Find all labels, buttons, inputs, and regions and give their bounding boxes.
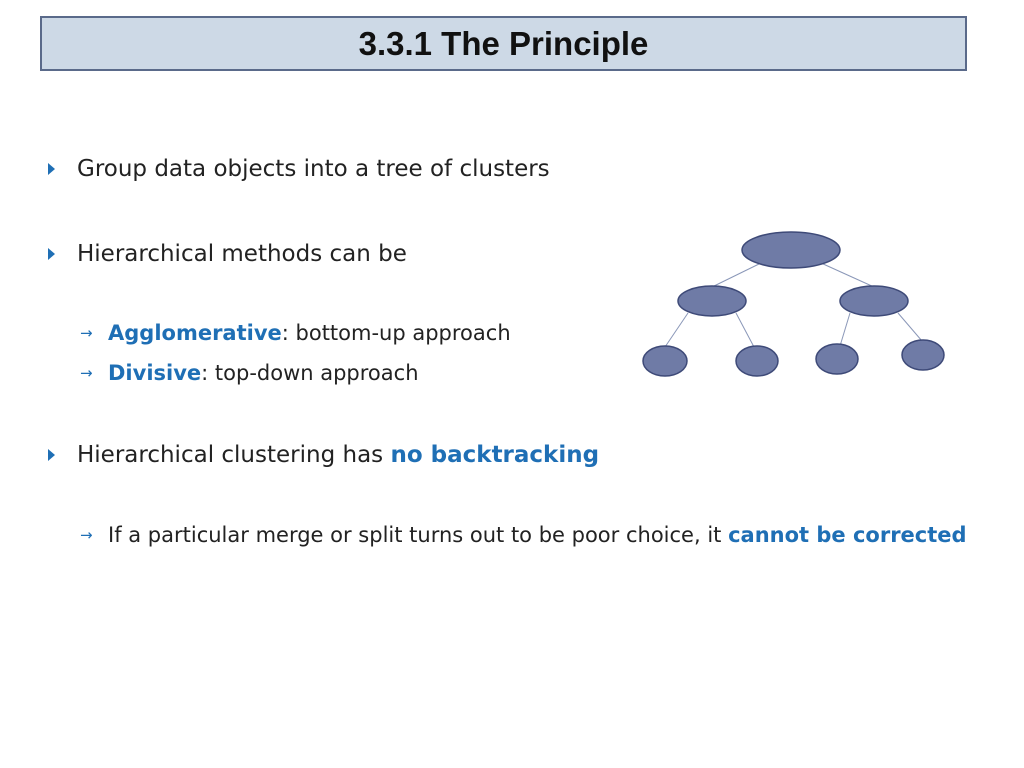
bullet-text: Hierarchical methods can be	[77, 241, 407, 267]
highlight-term: cannot be corrected	[728, 523, 967, 547]
title-bar: 3.3.1 The Principle	[40, 16, 967, 71]
sub-bullet-text: Divisive: top-down approach	[108, 358, 419, 389]
tree-diagram	[642, 231, 945, 377]
bullet-text: Hierarchical clustering has no backtrack…	[77, 440, 599, 470]
tree-leaf-node	[642, 345, 688, 377]
highlight-term: no backtracking	[390, 442, 600, 468]
tree-edge	[897, 312, 923, 342]
tree-leaf-node	[735, 345, 779, 377]
sub-bullet-item: → Divisive: top-down approach	[80, 358, 970, 389]
slide-title: 3.3.1 The Principle	[358, 24, 649, 62]
sub-bullet-item: → Agglomerative: bottom-up approach	[80, 318, 970, 349]
bullet-triangle-icon	[48, 163, 55, 175]
tree-edge	[820, 262, 875, 288]
tree-leaf-node	[815, 343, 859, 375]
tree-edge	[735, 312, 755, 348]
bullet-item: Hierarchical methods can be	[48, 239, 407, 269]
tree-internal-node	[839, 285, 909, 317]
bullet-item: Group data objects into a tree of cluste…	[48, 154, 550, 184]
tree-internal-node	[677, 285, 747, 317]
sub-bullet-rest: : bottom-up approach	[281, 321, 511, 345]
sub-bullet-item: → If a particular merge or split turns o…	[80, 520, 970, 551]
bullet-text: Group data objects into a tree of cluste…	[77, 156, 550, 182]
bullet-triangle-icon	[48, 449, 55, 461]
arrow-right-icon: →	[80, 324, 93, 342]
highlight-term: Agglomerative	[108, 321, 282, 345]
tree-edge	[664, 312, 689, 348]
sub-bullet-text-part: If a particular merge or split turns out…	[108, 523, 729, 547]
arrow-right-icon: →	[80, 364, 93, 382]
tree-edge	[839, 312, 851, 347]
tree-nodes	[642, 231, 945, 377]
tree-leaf-node	[901, 339, 945, 371]
tree-root-node	[741, 231, 841, 269]
arrow-right-icon: →	[80, 526, 93, 544]
sub-bullet-rest: : top-down approach	[201, 361, 419, 385]
tree-edges	[664, 262, 923, 348]
bullet-triangle-icon	[48, 248, 55, 260]
sub-bullet-text: If a particular merge or split turns out…	[108, 520, 967, 551]
bullet-text-part: Hierarchical clustering has	[77, 442, 391, 468]
tree-edge	[711, 262, 762, 288]
highlight-term: Divisive	[108, 361, 202, 385]
sub-bullet-text: Agglomerative: bottom-up approach	[108, 318, 511, 349]
bullet-item: Hierarchical clustering has no backtrack…	[48, 440, 599, 470]
